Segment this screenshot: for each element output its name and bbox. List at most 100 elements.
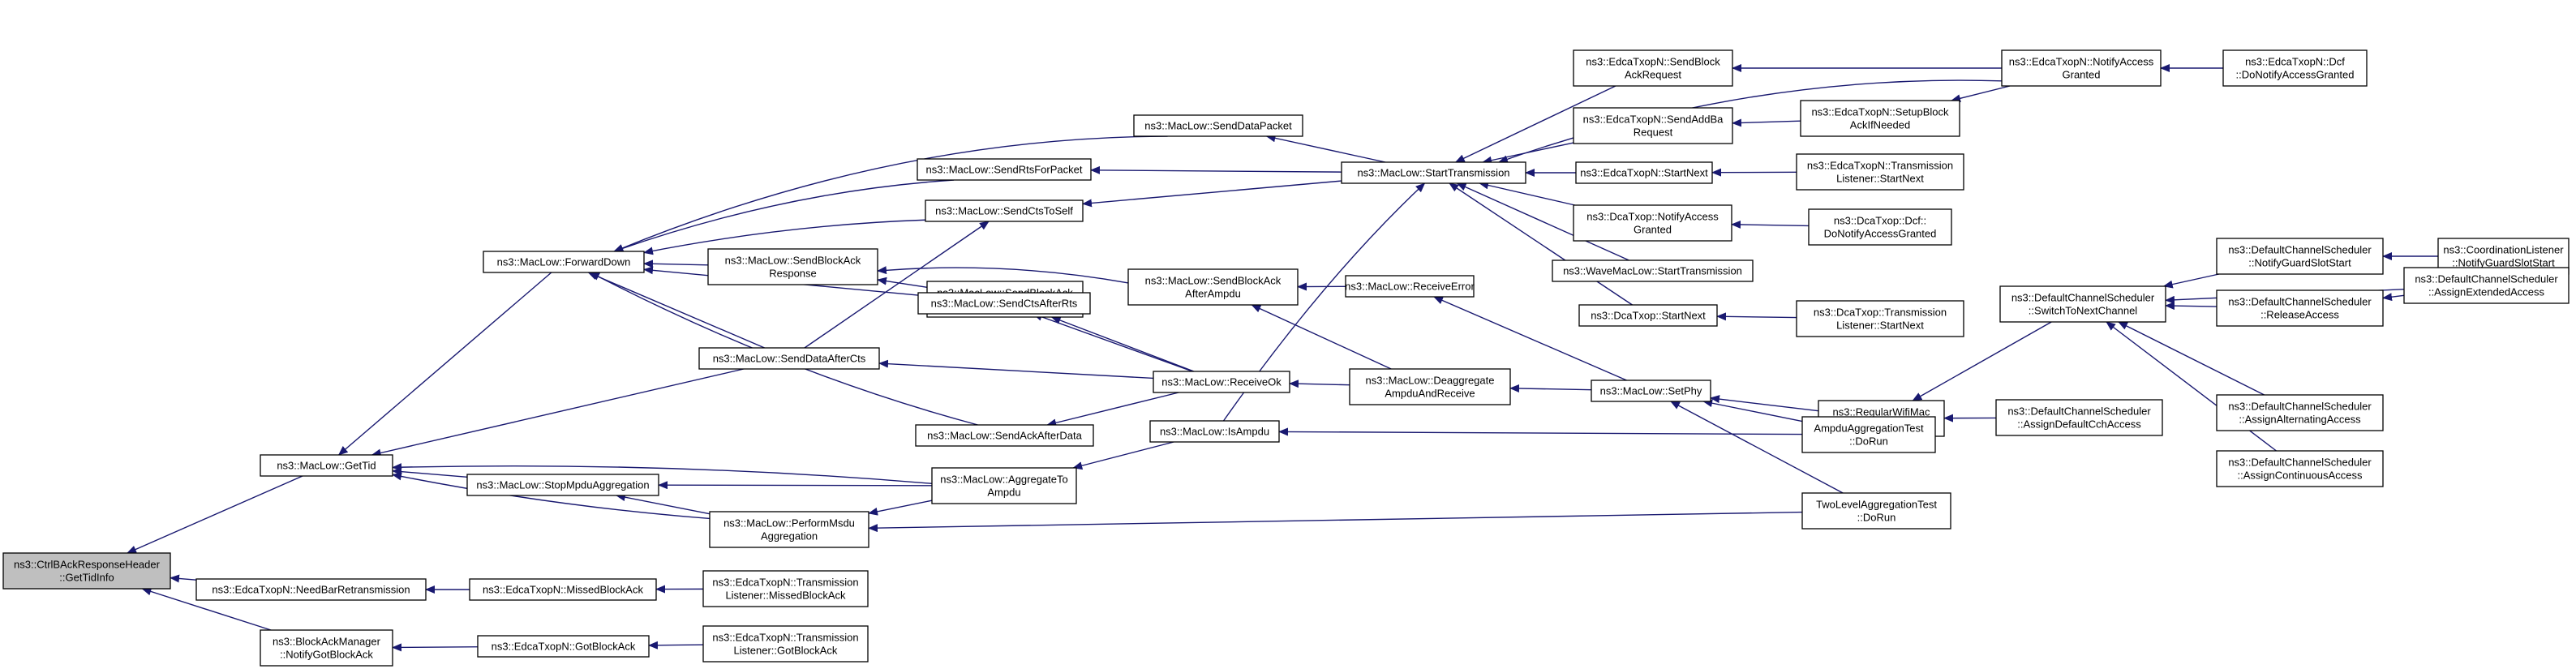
graph-node-twoleveltest[interactable]: TwoLevelAggregationTest::DoRun <box>1801 492 1951 530</box>
graph-node-dcfnotify[interactable]: ns3::DcaTxop::Dcf::DoNotifyAccessGranted <box>1808 208 1952 246</box>
graph-node-box <box>1999 285 2166 323</box>
edge-gotba-to-notifygot <box>392 643 479 652</box>
graph-node-label: ::GetTidInfo <box>59 572 114 584</box>
graph-node-label: ns3::MacLow::PerformMsdu <box>723 517 855 530</box>
graph-node-label: ns3::EdcaTxopN::GotBlockAck <box>492 641 636 653</box>
graph-node-notifyguard[interactable]: ns3::DefaultChannelScheduler::NotifyGuar… <box>2216 238 2384 275</box>
graph-node-label: AckIfNeeded <box>1850 119 1910 131</box>
graph-node-ampdutest[interactable]: AmpduAggregationTest::DoRun <box>1801 416 1936 453</box>
graph-node-label: AckRequest <box>1625 69 1681 81</box>
graph-node-missedba[interactable]: ns3::EdcaTxopN::MissedBlockAck <box>469 578 657 601</box>
graph-node-label: ns3::EdcaTxopN::Dcf <box>2245 56 2345 68</box>
graph-node-gotba[interactable]: ns3::EdcaTxopN::GotBlockAck <box>477 635 650 658</box>
graph-node-listenermissed[interactable]: ns3::EdcaTxopN::TransmissionListener::Mi… <box>702 570 869 607</box>
graph-node-dcanotify[interactable]: ns3::DcaTxop::NotifyAccessGranted <box>1573 204 1732 242</box>
graph-node-switchtonext[interactable]: ns3::DefaultChannelScheduler::SwitchToNe… <box>1999 285 2166 323</box>
graph-node-stopmpdu[interactable]: ns3::MacLow::StopMpduAggregation <box>466 474 659 496</box>
graph-node-box <box>1149 420 1280 443</box>
graph-node-label: Response <box>769 268 817 280</box>
graph-node-box <box>1575 161 1713 184</box>
graph-node-label: Listener::StartNext <box>1836 319 1924 332</box>
graph-node-sendackafterdata[interactable]: ns3::MacLow::SendAckAfterData <box>915 424 1094 447</box>
graph-node-root[interactable]: ns3::CtrlBAckResponseHeader::GetTidInfo <box>2 552 171 590</box>
graph-node-box <box>915 424 1094 447</box>
edge-sendctstoself-to-forwarddown <box>643 219 926 255</box>
graph-node-label: DoNotifyAccessGranted <box>1824 228 1937 240</box>
graph-node-label: ns3::EdcaTxopN::Transmission <box>712 632 858 644</box>
graph-node-box <box>931 467 1077 504</box>
edge-switchtonext-to-regularwifimac <box>1912 321 2052 401</box>
edge-releaseaccess-to-switchtonext <box>2165 302 2218 311</box>
graph-node-label: ns3::DefaultChannelScheduler <box>2011 292 2155 304</box>
graph-node-receiveerror[interactable]: ns3::MacLow::ReceiveError <box>1345 275 1475 298</box>
graph-node-label: ::DoRun <box>1857 512 1896 524</box>
graph-node-label: ns3::DefaultChannelScheduler <box>2228 457 2372 469</box>
edge-edcanotify-to-setupblock <box>1951 85 2011 103</box>
graph-node-edcanotify[interactable]: ns3::EdcaTxopN::NotifyAccessGranted <box>2001 49 2162 87</box>
graph-node-label: ns3::MacLow::SendCtsToSelf <box>935 205 1073 217</box>
graph-node-label: ns3::DefaultChannelScheduler <box>2007 405 2151 418</box>
graph-node-assignextended[interactable]: ns3::DefaultChannelScheduler::AssignExte… <box>2403 267 2570 304</box>
graph-node-receiveok[interactable]: ns3::MacLow::ReceiveOk <box>1153 371 1290 393</box>
graph-node-box <box>702 570 869 607</box>
graph-node-box <box>1800 100 1960 137</box>
graph-node-assignalternating[interactable]: ns3::DefaultChannelScheduler::AssignAlte… <box>2216 394 2384 431</box>
graph-node-label: ns3::DefaultChannelScheduler <box>2228 244 2372 256</box>
graph-node-label: ns3::EdcaTxopN::Transmission <box>712 577 858 589</box>
graph-node-label: ns3::EdcaTxopN::StartNext <box>1580 167 1708 179</box>
graph-node-dcalistenerstartnext[interactable]: ns3::DcaTxop::TransmissionListener::Star… <box>1796 300 1964 337</box>
graph-node-box <box>1801 416 1936 453</box>
graph-node-edcastartnext[interactable]: ns3::EdcaTxopN::StartNext <box>1575 161 1713 184</box>
graph-node-senddataafterCts[interactable]: ns3::MacLow::SendDataAfterCts <box>698 347 880 370</box>
graph-node-senddatapacket[interactable]: ns3::MacLow::SendDataPacket <box>1133 114 1303 137</box>
edge-forwarddown-to-gettid <box>337 272 552 456</box>
graph-node-box <box>260 629 393 667</box>
graph-node-wavestart[interactable]: ns3::WaveMacLow::StartTransmission <box>1552 259 1754 282</box>
graph-node-label: ns3::MacLow::Deaggregate <box>1366 375 1495 387</box>
edge-sendbaresp-to-forwarddown <box>643 259 709 268</box>
graph-node-starttx[interactable]: ns3::MacLow::StartTransmission <box>1341 161 1526 184</box>
edge-assignalternating-to-switchtonext <box>2118 321 2265 396</box>
graph-node-forwarddown[interactable]: ns3::MacLow::ForwardDown <box>483 251 645 273</box>
graph-node-notifygot[interactable]: ns3::BlockAckManager::NotifyGotBlockAck <box>260 629 393 667</box>
graph-node-listenergot[interactable]: ns3::EdcaTxopN::TransmissionListener::Go… <box>702 625 869 663</box>
graph-node-box <box>709 511 869 548</box>
graph-node-box <box>1995 399 2163 436</box>
graph-node-box <box>1801 492 1951 530</box>
edge-setphy-to-receiveerror <box>1433 296 1627 381</box>
graph-node-sendrts[interactable]: ns3::MacLow::SendRtsForPacket <box>917 158 1092 181</box>
edge-dcfnotify-to-dcanotify <box>1731 220 1810 229</box>
graph-node-label: ns3::EdcaTxopN::MissedBlockAck <box>483 584 643 596</box>
edge-needbar-to-root <box>170 574 197 583</box>
graph-node-label: ns3::MacLow::SetPhy <box>1600 385 1702 397</box>
graph-node-box <box>1153 371 1290 393</box>
graph-node-isampdu[interactable]: ns3::MacLow::IsAmpdu <box>1149 420 1280 443</box>
graph-node-label: ns3::CoordinationListener <box>2443 244 2564 256</box>
graph-node-sendctsafterrts[interactable]: ns3::MacLow::SendCtsAfterRts <box>917 292 1091 315</box>
graph-node-releaseaccess[interactable]: ns3::DefaultChannelScheduler::ReleaseAcc… <box>2216 289 2384 327</box>
edge-dcanotify-to-starttx <box>1479 181 1575 206</box>
graph-node-assigncontinuous[interactable]: ns3::DefaultChannelScheduler::AssignCont… <box>2216 450 2384 487</box>
graph-node-dcastartnext[interactable]: ns3::DcaTxop::StartNext <box>1578 304 1718 327</box>
graph-node-label: ns3::DefaultChannelScheduler <box>2415 273 2558 285</box>
graph-node-edcadcfnotify[interactable]: ns3::EdcaTxopN::Dcf::DoNotifyAccessGrant… <box>2222 49 2368 87</box>
graph-node-label: ns3::WaveMacLow::StartTransmission <box>1563 265 1742 277</box>
graph-node-box <box>1127 268 1299 306</box>
graph-node-needbar[interactable]: ns3::EdcaTxopN::NeedBarRetransmission <box>195 578 427 601</box>
graph-node-edcalistenerstartnext[interactable]: ns3::EdcaTxopN::TransmissionListener::St… <box>1796 153 1964 191</box>
graph-node-label: TwoLevelAggregationTest <box>1816 499 1937 511</box>
graph-node-setphy[interactable]: ns3::MacLow::SetPhy <box>1591 380 1711 402</box>
graph-node-label: Ampdu <box>987 487 1020 499</box>
graph-node-gettid[interactable]: ns3::MacLow::GetTid <box>260 454 393 477</box>
graph-node-label: ns3::DcaTxop::StartNext <box>1591 310 1706 322</box>
graph-node-sendctstoself[interactable]: ns3::MacLow::SendCtsToSelf <box>925 199 1084 222</box>
graph-node-assigndefaultcch[interactable]: ns3::DefaultChannelScheduler::AssignDefa… <box>1995 399 2163 436</box>
